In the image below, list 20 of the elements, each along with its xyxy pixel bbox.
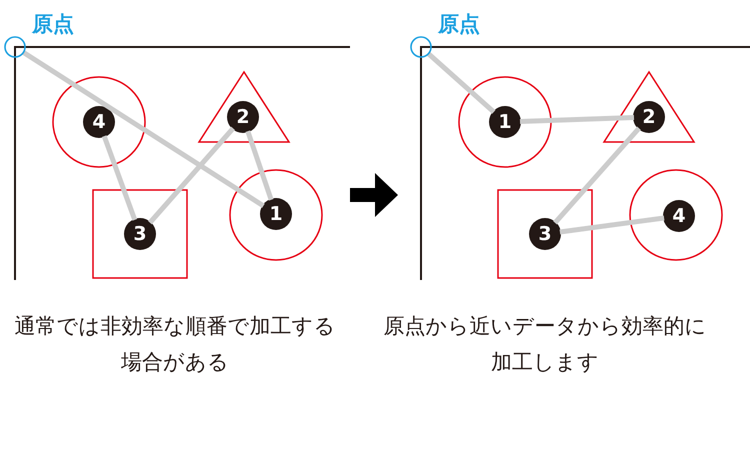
path-line: [426, 52, 496, 114]
step-number: 2: [633, 101, 665, 133]
origin-label: 原点: [32, 11, 74, 38]
path-line: [245, 130, 274, 201]
step-number: 4: [83, 106, 115, 138]
caption-text: 通常では非効率な順番で加工する場合がある: [14, 313, 336, 376]
step-number: 2: [227, 101, 259, 133]
path-line: [560, 216, 664, 234]
step-number: 1: [489, 106, 521, 138]
step-number: 3: [124, 218, 156, 250]
step-number: 1: [260, 198, 292, 230]
path-line: [148, 126, 235, 224]
path-line: [102, 135, 138, 221]
caption-text: 原点から近いデータから効率的に加工します: [382, 313, 708, 376]
path-line: [553, 126, 641, 224]
step-number: 4: [663, 200, 695, 232]
origin-label: 原点: [438, 11, 480, 38]
step-number: 3: [529, 218, 561, 250]
path-line: [520, 115, 634, 124]
path-line: [22, 50, 265, 208]
